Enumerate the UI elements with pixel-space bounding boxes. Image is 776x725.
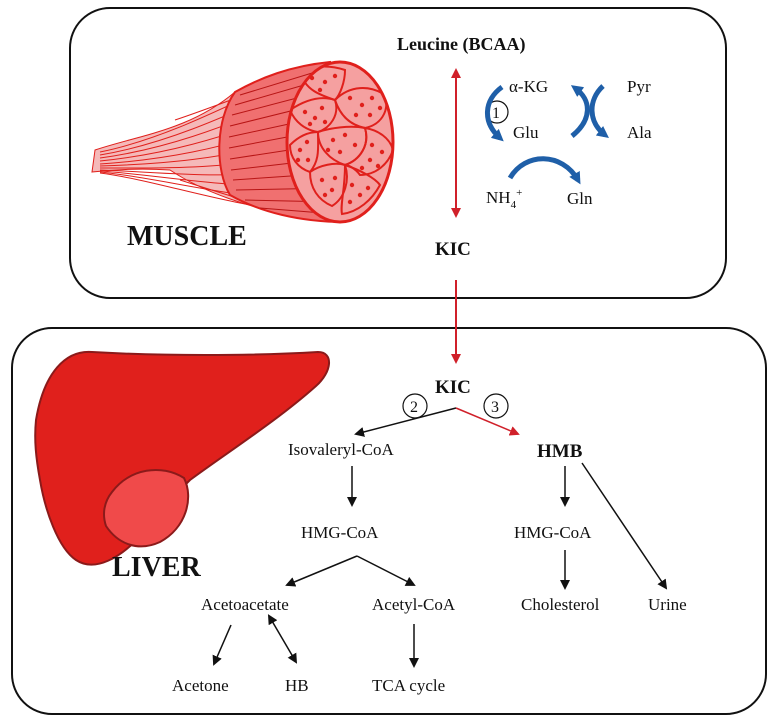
arrow-acetoacetate-acetone [212, 624, 232, 666]
liver-label: LIVER [112, 552, 201, 583]
step-3-label: 3 [491, 399, 499, 416]
node-ala: Ala [627, 123, 652, 142]
node-kic-liver: KIC [435, 377, 471, 398]
node-cholesterol: Cholesterol [521, 595, 600, 614]
liver-illustration [34, 350, 330, 566]
node-glu: Glu [513, 123, 539, 142]
node-hb: HB [285, 676, 309, 695]
node-isovaleryl-coa: Isovaleryl-CoA [288, 440, 394, 459]
node-hmb: HMB [537, 441, 583, 462]
step-3-marker [483, 393, 509, 419]
liver-panel [11, 327, 767, 715]
node-urine: Urine [648, 595, 687, 614]
node-acetoacetate: Acetoacetate [201, 595, 289, 614]
arrow-hmb-urine [581, 462, 668, 590]
node-acetone: Acetone [172, 676, 229, 695]
muscle-panel [69, 7, 727, 299]
arrow-glu-akg [570, 85, 590, 138]
node-leucine: Leucine (BCAA) [397, 34, 526, 55]
arrow-nh4-gln [507, 156, 581, 185]
muscle-label: MUSCLE [127, 221, 247, 252]
arrow-hmgcoa-acetoacetate [285, 555, 358, 587]
node-tca-cycle: TCA cycle [372, 676, 445, 695]
step-2-label: 2 [410, 399, 418, 416]
node-hmg-coa-left: HMG-CoA [301, 523, 379, 542]
arrow-kic-hmb [455, 407, 520, 436]
arrow-acetoacetate-hb [267, 614, 298, 664]
muscle-illustration [91, 60, 395, 224]
node-gln: Gln [567, 189, 593, 208]
node-nh4: NH4+ [486, 187, 522, 211]
node-pyr: Pyr [627, 77, 651, 96]
node-hmg-coa-right: HMG-CoA [514, 523, 592, 542]
node-kic-muscle: KIC [435, 239, 471, 260]
arrow-hmgcoa-acetylcoa [356, 555, 416, 586]
node-acetyl-coa: Acetyl-CoA [372, 595, 456, 614]
step-1-label: 1 [492, 105, 500, 122]
arrow-akg-glu [485, 84, 504, 142]
arrow-pyr-ala [589, 84, 609, 139]
arrow-kic-isovaleryl [354, 407, 457, 437]
node-akg: α-KG [509, 77, 548, 96]
